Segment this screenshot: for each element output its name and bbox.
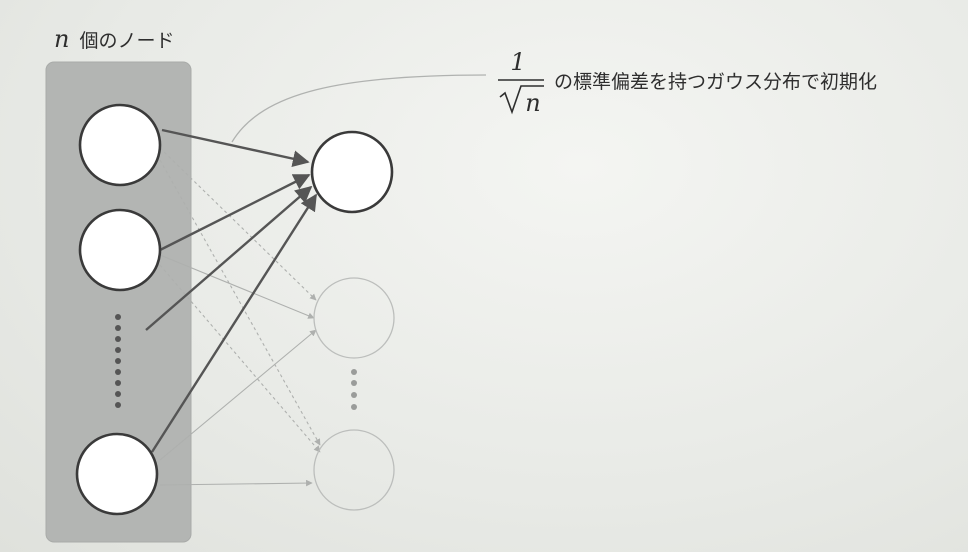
annotation-text: の標準偏差を持つガウス分布で初期化: [554, 71, 877, 93]
faded-connections: [159, 147, 321, 487]
input-label-text: 個のノード: [79, 30, 174, 52]
input-layer-label: n 個のノード: [54, 25, 174, 53]
highlighted-connections: [145, 128, 318, 453]
faded-arrow: [159, 479, 313, 487]
output-nodes: [310, 130, 395, 511]
annotation-fraction: 1 n: [498, 48, 544, 117]
output-node-faded: [313, 429, 395, 511]
input-node: [78, 208, 162, 292]
input-node: [78, 103, 162, 187]
fraction-numerator: 1: [510, 48, 525, 76]
weight-arrow: [159, 173, 311, 252]
input-node: [75, 432, 159, 516]
faded-arrow: [159, 264, 321, 453]
sqrt-sign-icon: [499, 85, 544, 115]
weight-arrow: [150, 193, 318, 453]
weight-arrow: [145, 185, 313, 331]
output-ellipsis-dots: [351, 369, 357, 410]
output-node-highlighted: [310, 130, 394, 214]
input-ellipsis-dots: [115, 314, 121, 408]
output-node-faded: [313, 277, 395, 359]
annotation-leader-line: [231, 74, 487, 143]
weight-arrow: [161, 128, 310, 167]
faded-arrow: [159, 159, 321, 446]
input-label-var: n: [54, 25, 69, 53]
faded-arrow: [159, 147, 317, 301]
faded-arrow: [159, 329, 317, 461]
faded-arrow: [159, 254, 315, 319]
input-nodes: [75, 103, 162, 516]
fraction-denominator: n: [525, 89, 540, 117]
